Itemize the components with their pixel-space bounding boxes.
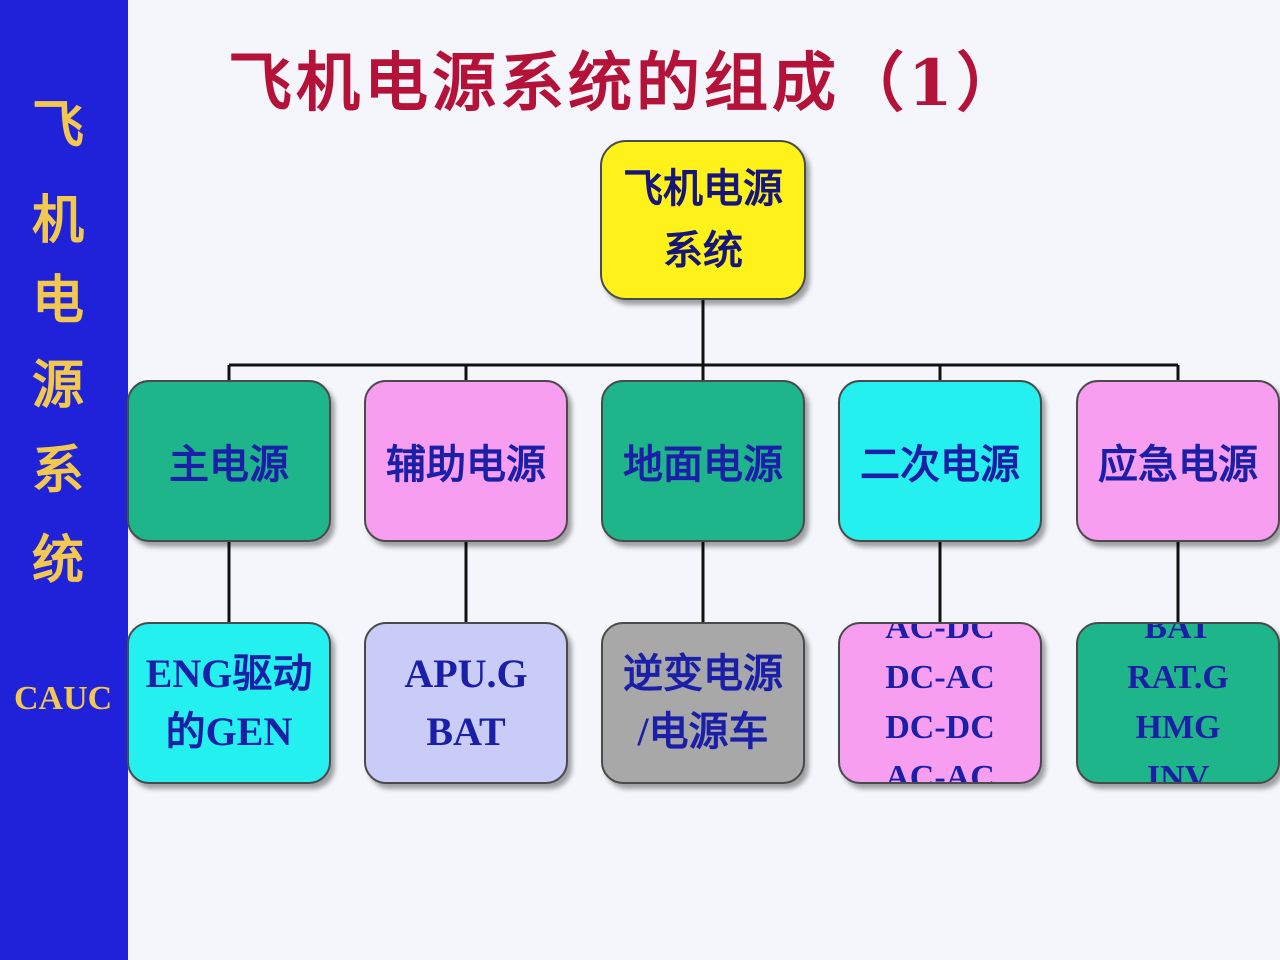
category-label: 主电源 <box>169 441 289 488</box>
leaf-line: AC-DC <box>885 622 995 646</box>
sidebar-char: 统 <box>31 530 84 591</box>
leaf-line: /电源车 <box>637 709 769 754</box>
sidebar-logo-text: CAUC <box>14 680 113 717</box>
leaf-ground-power: 逆变电源 /电源车 <box>601 622 805 784</box>
page-title: 飞机电源系统的组成（1） <box>228 46 1025 121</box>
sidebar-char: 源 <box>31 355 84 416</box>
sidebar-char: 系 <box>31 440 84 501</box>
leaf-line: APU.G <box>404 651 528 696</box>
root-line: 飞机电源 <box>623 165 783 212</box>
leaf-emergency-power: BAT RAT.G HMG INV <box>1076 622 1280 784</box>
root-node: 飞机电源 系统 <box>600 140 806 300</box>
category-emergency-power: 应急电源 <box>1076 380 1280 542</box>
leaf-auxiliary-power: APU.G BAT <box>364 622 568 784</box>
category-label: 应急电源 <box>1098 441 1258 488</box>
sidebar-char: 机 <box>31 190 84 251</box>
category-label: 辅助电源 <box>386 441 546 488</box>
category-label: 二次电源 <box>860 441 1020 488</box>
leaf-line: RAT.G <box>1127 659 1229 696</box>
sidebar-char: 飞 <box>31 95 84 156</box>
leaf-line: BAT <box>1144 622 1212 646</box>
category-auxiliary-power: 辅助电源 <box>364 380 568 542</box>
category-label: 地面电源 <box>623 441 783 488</box>
leaf-line: AC-AC <box>885 759 995 784</box>
leaf-main-power: ENG驱动 的GEN <box>127 622 331 784</box>
leaf-line: 逆变电源 <box>623 651 783 696</box>
root-line: 系统 <box>663 227 743 274</box>
category-main-power: 主电源 <box>127 380 331 542</box>
leaf-line: 的GEN <box>165 709 293 754</box>
leaf-line: DC-DC <box>885 709 995 746</box>
leaf-line: INV <box>1146 759 1210 784</box>
category-secondary-power: 二次电源 <box>838 380 1042 542</box>
leaf-secondary-power: AC-DC DC-AC DC-DC AC-AC <box>838 622 1042 784</box>
leaf-line: BAT <box>426 709 506 754</box>
leaf-line: HMG <box>1135 709 1221 746</box>
category-ground-power: 地面电源 <box>601 380 805 542</box>
sidebar-char: 电 <box>31 270 84 331</box>
sidebar: 飞 机 电 源 系 统 CAUC <box>0 0 128 960</box>
leaf-line: ENG驱动 <box>145 651 313 696</box>
leaf-line: DC-AC <box>885 659 995 696</box>
